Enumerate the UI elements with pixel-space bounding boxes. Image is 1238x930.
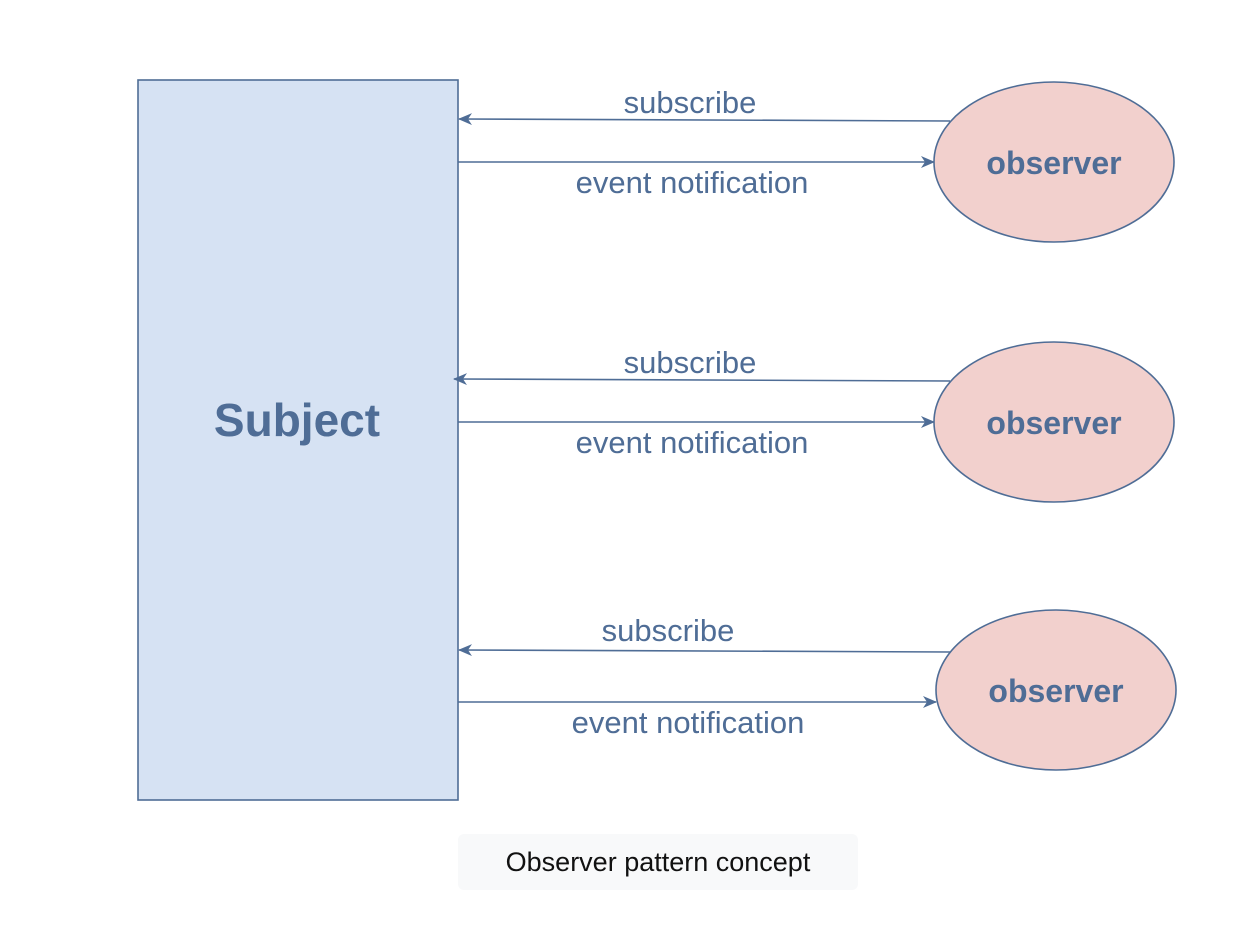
notify-label-3: event notification	[572, 705, 805, 740]
subscribe-arrow-1	[458, 113, 951, 126]
observer-node-2	[933, 341, 1175, 503]
subscribe-label-3: subscribe	[602, 613, 735, 648]
observer-label-1: observer	[986, 145, 1121, 181]
observer-label-3: observer	[988, 673, 1123, 709]
observer-label-2: observer	[986, 405, 1121, 441]
figure-caption: Observer pattern concept	[458, 834, 858, 890]
subscribe-arrow-2	[453, 373, 951, 386]
observer-node-3	[935, 609, 1177, 771]
subject-label: Subject	[214, 394, 380, 446]
notify-label-1: event notification	[576, 165, 809, 200]
notify-label-2: event notification	[576, 425, 809, 460]
subscribe-label-2: subscribe	[624, 345, 757, 380]
subscribe-arrow-3	[458, 644, 951, 657]
subject-box	[137, 79, 459, 801]
subscribe-label-1: subscribe	[624, 85, 757, 120]
observer-node-1	[933, 81, 1175, 243]
